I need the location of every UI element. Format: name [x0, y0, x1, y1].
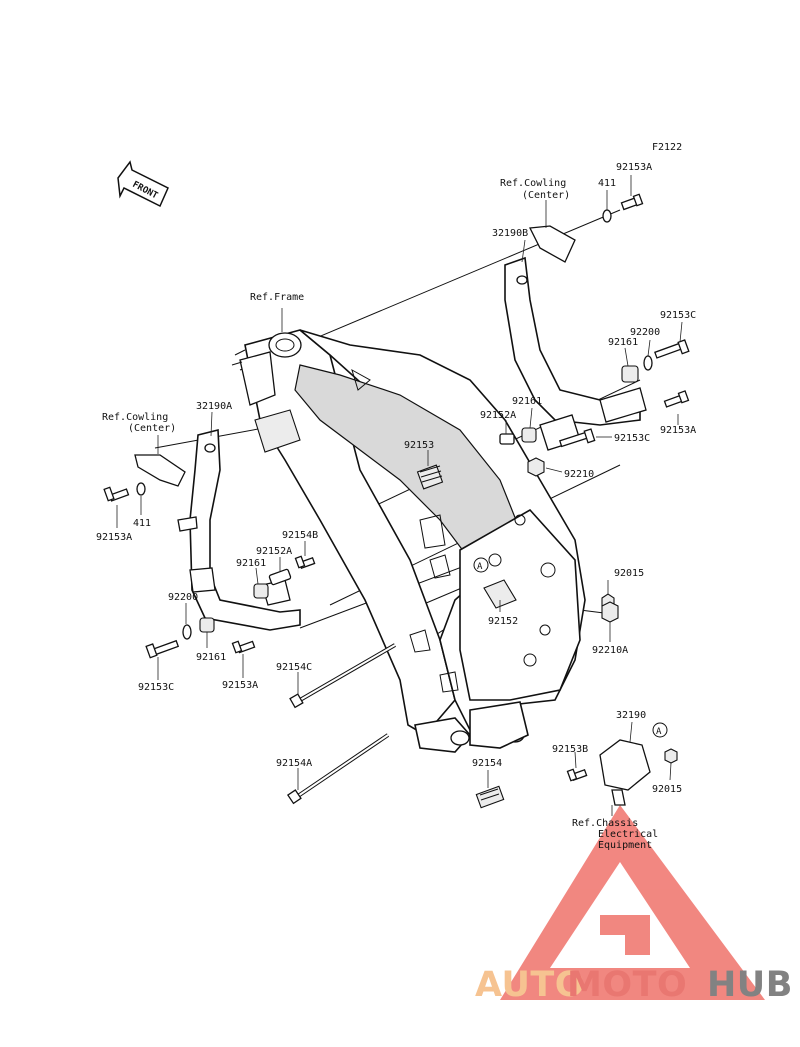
part-label-92161-left-top: 92161 [236, 558, 266, 569]
part-label-32190: 32190 [616, 710, 646, 721]
bracket-32190 [599, 739, 651, 806]
nut-92210 [527, 457, 545, 477]
callout-a-frame: A [473, 557, 489, 573]
stud-92154 [475, 785, 505, 809]
bolt-92153C-mid [558, 428, 596, 448]
bolt-92153B [566, 768, 588, 782]
ref-cowling-left-1: Ref.Cowling [102, 412, 168, 423]
washer-411-top [602, 209, 612, 223]
watermark-text-hub: HUB [707, 965, 793, 1005]
figure-code: F2122 [652, 142, 682, 153]
part-label-32190A: 32190A [196, 401, 232, 412]
part-label-92154: 92154 [472, 758, 502, 769]
bolt-92153C-right [654, 339, 690, 359]
collar-92152 [483, 579, 517, 609]
damper-92161-left [199, 617, 215, 633]
part-label-92200-right: 92200 [630, 327, 660, 338]
part-label-92153: 92153 [404, 440, 434, 451]
part-label-92161-right: 92161 [608, 337, 638, 348]
part-label-92152A-left: 92152A [256, 546, 292, 557]
fasteners [103, 193, 690, 809]
collar-92152A-right [499, 433, 515, 445]
part-label-92161-left: 92161 [196, 652, 226, 663]
part-label-92153A-bottom: 92153A [222, 680, 258, 691]
part-label-92153C-left: 92153C [138, 682, 174, 693]
watermark-text-auto: AUTO [475, 965, 585, 1005]
part-label-411-left: 411 [133, 518, 151, 529]
part-label-92210: 92210 [564, 469, 594, 480]
part-label-92153A-left: 92153A [96, 532, 132, 543]
part-label-92015-bottom: 92015 [652, 784, 682, 795]
damper-92161-mid [521, 427, 537, 443]
bolt-92153A-top [620, 193, 644, 211]
front-arrow-icon: FRONT [117, 160, 169, 208]
ref-chassis-3: Equipment [598, 840, 652, 851]
part-label-32190B: 32190B [492, 228, 528, 239]
ref-cowling-right-1: Ref.Cowling [500, 178, 566, 189]
part-label-92152: 92152 [488, 616, 518, 627]
part-label-92153C-right: 92153C [660, 310, 696, 321]
part-label-92153C-mid: 92153C [614, 433, 650, 444]
part-label-92153B: 92153B [552, 744, 588, 755]
part-label-92200-left: 92200 [168, 592, 198, 603]
part-label-92152A-right: 92152A [480, 410, 516, 421]
part-label-92153A-right: 92153A [660, 425, 696, 436]
watermark-text-moto: MOTO [567, 965, 687, 1005]
labels: F2122 Ref.Cowling (Center) 92153A 411 32… [96, 142, 696, 851]
bracket-32190A [134, 428, 301, 631]
svg-text:A: A [656, 727, 662, 737]
ref-cowling-left-2: (Center) [128, 423, 176, 434]
bolt-92153A-right [663, 390, 690, 408]
washer-92200-right [643, 355, 653, 371]
damper-92161-right [621, 365, 639, 383]
bolt-92154C [289, 643, 397, 709]
leader-lines [116, 175, 683, 816]
part-label-92015-top: 92015 [614, 568, 644, 579]
ref-cowling-right-2: (Center) [522, 190, 570, 201]
watermark-triangle [500, 805, 765, 1000]
bolt-92153C-left [145, 639, 180, 659]
main-frame [231, 329, 586, 753]
part-label-92154C: 92154C [276, 662, 312, 673]
callout-a-bracket: A [652, 722, 668, 738]
bolt-92154A [286, 733, 390, 805]
ref-chassis-1: Ref.Chassis [572, 818, 638, 829]
part-label-411-top: 411 [598, 178, 616, 189]
svg-text:A: A [477, 562, 483, 572]
part-label-92153A-top: 92153A [616, 162, 652, 173]
collar-92152A-left [268, 568, 292, 586]
stud-92153 [416, 464, 444, 490]
part-label-92161-mid: 92161 [512, 396, 542, 407]
part-label-92210A: 92210A [592, 645, 628, 656]
damper-92161-left-top [253, 583, 269, 599]
watermark-logo: AUTO MOTO HUB [475, 805, 793, 1005]
part-label-92154B: 92154B [282, 530, 318, 541]
ref-frame: Ref.Frame [250, 292, 304, 303]
nut-92015-bottom [664, 748, 678, 764]
bolt-92153A-bottom [231, 640, 256, 654]
watermark-inner-mark [600, 915, 650, 955]
part-label-92154A: 92154A [276, 758, 312, 769]
nut-92210A [601, 601, 619, 623]
bolt-92154B [294, 555, 316, 570]
washer-92200-left [182, 624, 192, 640]
ref-chassis-2: Electrical [598, 829, 658, 840]
washer-411-left [136, 482, 146, 496]
bolt-92153A-left [103, 486, 130, 502]
